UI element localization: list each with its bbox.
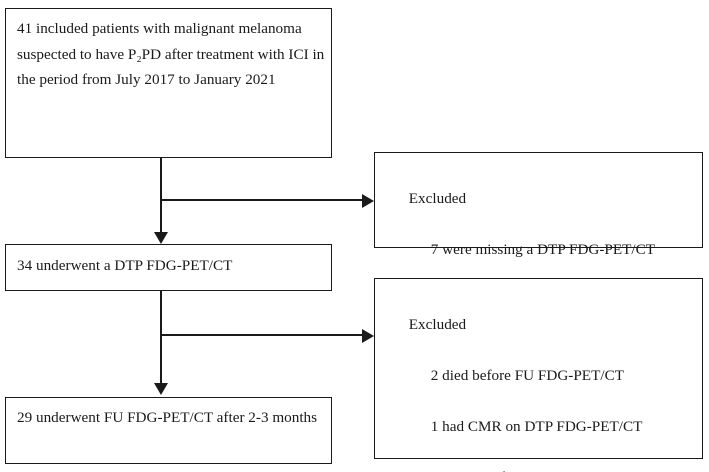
box-included-patients-text: 41 included patients with malignant mela… [17,20,329,88]
box-fu-scan: 29 underwent FU FDG-PET/CT after 2-3 mon… [5,397,332,464]
excluded-second-item-2: 1 scanning failed [409,465,535,472]
excluded-second-item-1: 1 had CMR on DTP FDG-PET/CT [430,417,643,435]
excluded-second-item-0: 2 died before FU FDG-PET/CT [430,366,624,384]
connector-included-to-dtp-arrow-icon [154,232,168,244]
box-dtp-scan-text: 34 underwent a DTP FDG-PET/CT [17,257,233,274]
box-excluded-first: Excluded 7 were missing a DTP FDG-PET/CT [374,152,703,258]
connector-dtp-to-fu-arrow-icon [154,383,168,395]
connector-included-to-dtp-line [160,158,162,234]
excluded-first-item-0: 7 were missing a DTP FDG-PET/CT [430,240,656,258]
box-dtp-scan: 34 underwent a DTP FDG-PET/CT [5,244,332,291]
excluded-first-title: Excluded [408,189,467,207]
connector-included-to-excluded1-line [161,199,364,201]
box-excluded-first-body: Excluded 7 were missing a DTP FDG-PET/CT [386,160,696,288]
connector-included-to-excluded1-arrow-icon [362,194,374,208]
excluded-second-title: Excluded [408,315,467,333]
box-included-patients: 41 included patients with malignant mela… [5,8,332,158]
box-fu-scan-text: 29 underwent FU FDG-PET/CT after 2-3 mon… [17,409,318,426]
box-excluded-second-body: Excluded 2 died before FU FDG-PET/CT 1 h… [386,286,696,472]
box-excluded-second: Excluded 2 died before FU FDG-PET/CT 1 h… [374,278,703,472]
connector-dtp-to-excluded2-arrow-icon [362,329,374,343]
connector-dtp-to-excluded2-line [161,334,364,336]
connector-dtp-to-fu-line [160,291,162,385]
